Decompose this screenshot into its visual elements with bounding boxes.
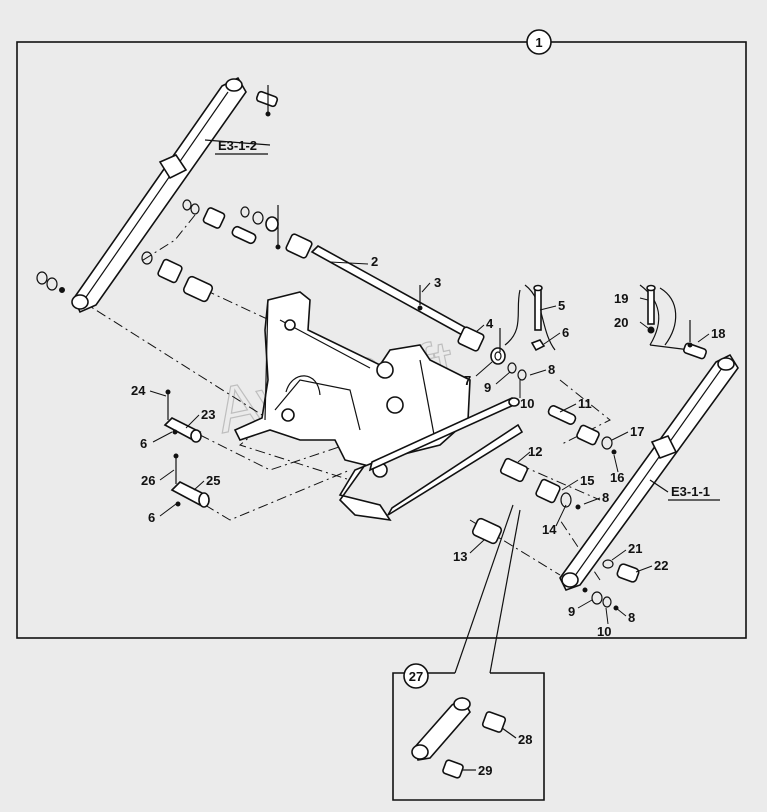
callout-8-bottom: 8: [628, 610, 635, 625]
callout-5: 5: [558, 298, 565, 313]
callout-15: 15: [580, 473, 594, 488]
callout-13: 13: [453, 549, 467, 564]
callout-6-top: 6: [562, 325, 569, 340]
callout-9-bottom: 9: [568, 604, 575, 619]
callout-28: 28: [518, 732, 532, 747]
callout-9-top: 9: [484, 380, 491, 395]
detail-callout-label: 27: [409, 669, 423, 684]
callout-14: 14: [542, 522, 557, 537]
bushing-13: [471, 517, 503, 545]
callout-6-left-bottom: 6: [148, 510, 155, 525]
callout-26: 26: [141, 473, 155, 488]
lift-arm-right: [559, 320, 739, 591]
callout-4: 4: [486, 316, 494, 331]
loader-frame: [233, 291, 471, 522]
callout-10-bottom: 10: [597, 624, 611, 639]
callout-labels: 2 3 4 5 6 7 8 9 10 11 12 13 14 15 8 16 1…: [131, 254, 725, 639]
callout-22: 22: [654, 558, 668, 573]
ref-label-e3-1-2: E3-1-2: [218, 138, 257, 153]
detail-inset: 27 28 29: [392, 504, 545, 801]
ref-label-e3-1-1: E3-1-1: [671, 484, 710, 499]
pin-5-group: [504, 284, 556, 352]
shaft: [310, 245, 527, 381]
callout-8-mid: 8: [602, 490, 609, 505]
callout-17: 17: [630, 424, 644, 439]
cross-rod: [368, 396, 524, 516]
callout-7: 7: [464, 373, 471, 388]
callout-21: 21: [628, 541, 642, 556]
callout-19: 19: [614, 291, 628, 306]
callout-6-left-mid: 6: [140, 436, 147, 451]
callout-12: 12: [528, 444, 542, 459]
callout-11: 11: [578, 396, 592, 411]
bushing-stack-right: [499, 405, 617, 510]
callout-2: 2: [371, 254, 378, 269]
callout-16: 16: [610, 470, 624, 485]
main-callout-circle: [526, 29, 552, 55]
main-frame: [16, 41, 747, 639]
callout-25: 25: [206, 473, 220, 488]
main-callout-label: 1: [535, 35, 542, 50]
callout-10-top: 10: [520, 396, 534, 411]
bushing-stack-upper: [141, 199, 313, 303]
callout-23: 23: [201, 407, 215, 422]
pin-group-21-22: [582, 559, 640, 611]
callout-18: 18: [711, 326, 725, 341]
leader-lines: [149, 261, 710, 625]
callout-24: 24: [131, 383, 146, 398]
callout-20: 20: [614, 315, 628, 330]
pin-19-group: [639, 284, 691, 351]
callout-3: 3: [434, 275, 441, 290]
pin-assembly-23: [163, 389, 202, 443]
pin-assembly-25: [170, 453, 210, 508]
ref-leader-e3-1-1: [649, 479, 669, 493]
lift-arm-left: [36, 76, 279, 314]
callout-29: 29: [478, 763, 492, 778]
callout-8-top: 8: [548, 362, 555, 377]
